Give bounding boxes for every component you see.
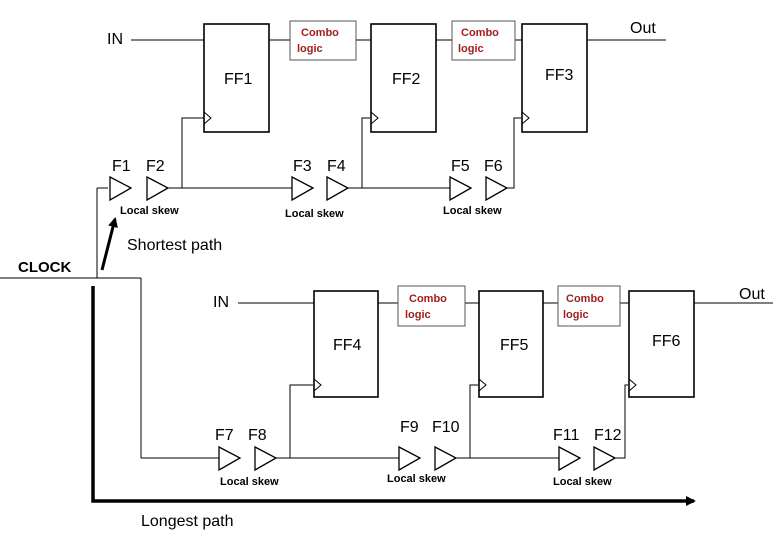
svg-text:logic: logic bbox=[405, 309, 431, 321]
buffer-f4 bbox=[326, 175, 350, 202]
ff-label: FF2 bbox=[392, 71, 421, 88]
buffer-f11 bbox=[558, 445, 582, 472]
svg-text:Combo: Combo bbox=[461, 27, 499, 39]
bottom-out-label: Out bbox=[739, 286, 765, 303]
svg-text:logic: logic bbox=[458, 43, 484, 55]
buffer-f5 bbox=[449, 175, 473, 202]
local-skew-label: Local skew bbox=[285, 208, 344, 220]
flip-flop-ff2: FF2 bbox=[370, 23, 437, 133]
svg-text:Combo: Combo bbox=[301, 27, 339, 39]
ff-label: FF1 bbox=[224, 71, 253, 88]
ff-label: FF6 bbox=[652, 333, 681, 350]
combo-logic-block: Combo logic bbox=[451, 20, 516, 61]
longest-path-label: Longest path bbox=[141, 513, 234, 530]
flip-flop-ff4: FF4 bbox=[313, 290, 379, 398]
clock-label: CLOCK bbox=[18, 259, 71, 276]
flip-flop-ff1: FF1 bbox=[203, 23, 270, 133]
ff5-clock-wire bbox=[469, 384, 478, 458]
shortest-path-arrow: Shortest path bbox=[100, 217, 222, 271]
clock-network: CLOCK bbox=[0, 187, 142, 458]
ff2-clock-wire bbox=[361, 117, 370, 188]
local-skew-label: Local skew bbox=[443, 205, 502, 217]
local-skew-label: Local skew bbox=[553, 476, 612, 488]
longest-path-arrow: Longest path bbox=[91, 286, 696, 530]
buffer-label-f3: F3 bbox=[293, 158, 312, 175]
svg-text:Combo: Combo bbox=[409, 293, 447, 305]
buffer-label-f11: F11 bbox=[553, 427, 579, 444]
svg-text:logic: logic bbox=[297, 43, 323, 55]
buffer-f9 bbox=[398, 445, 422, 472]
ff-label: FF3 bbox=[545, 67, 574, 84]
buffer-label-f5: F5 bbox=[451, 158, 470, 175]
top-out-label: Out bbox=[630, 20, 656, 37]
local-skew-label: Local skew bbox=[120, 205, 179, 217]
top-chain: F1 F2 F3 F4 F5 F6 Local skew Local skew … bbox=[107, 20, 666, 220]
ff4-clock-wire bbox=[289, 384, 313, 458]
shortest-path-label: Shortest path bbox=[127, 237, 222, 254]
buffer-label-f8: F8 bbox=[248, 427, 267, 444]
buffer-f12 bbox=[593, 445, 617, 472]
buffer-label-f9: F9 bbox=[400, 419, 419, 436]
local-skew-label: Local skew bbox=[220, 476, 279, 488]
buffer-label-f4: F4 bbox=[327, 158, 346, 175]
flip-flop-ff6: FF6 bbox=[628, 290, 695, 398]
buffer-f1 bbox=[109, 175, 133, 202]
buffer-label-f12: F12 bbox=[594, 427, 622, 444]
buffer-f6 bbox=[485, 175, 509, 202]
buffer-label-f6: F6 bbox=[484, 158, 503, 175]
longest-path-arrow-line bbox=[91, 286, 696, 506]
buffer-f7 bbox=[218, 445, 242, 472]
ff-label: FF4 bbox=[333, 337, 362, 354]
flip-flop-ff5: FF5 bbox=[478, 290, 544, 398]
shortest-path-arrow-line bbox=[100, 217, 118, 271]
buffer-f8 bbox=[254, 445, 278, 472]
ff-label: FF5 bbox=[500, 337, 529, 354]
flip-flop-ff3: FF3 bbox=[521, 23, 588, 133]
combo-logic-block: Combo logic bbox=[557, 285, 621, 327]
svg-text:Combo: Combo bbox=[566, 293, 604, 305]
combo-logic-block: Combo logic bbox=[397, 285, 466, 327]
buffer-f2 bbox=[146, 175, 170, 202]
local-skew-label: Local skew bbox=[387, 473, 446, 485]
buffer-label-f7: F7 bbox=[215, 427, 234, 444]
combo-logic-block: Combo logic bbox=[289, 20, 357, 61]
buffer-label-f2: F2 bbox=[146, 158, 165, 175]
ff3-clock-wire bbox=[507, 117, 521, 189]
buffer-label-f10: F10 bbox=[432, 419, 460, 436]
ff1-clock-wire bbox=[181, 117, 204, 188]
bottom-in-label: IN bbox=[213, 294, 229, 311]
top-in-label: IN bbox=[107, 31, 123, 48]
buffer-f3 bbox=[291, 175, 315, 202]
bottom-chain: F7 F8 F9 F10 F11 F12 Local skew Local sk… bbox=[141, 285, 773, 488]
buffer-f10 bbox=[434, 445, 458, 472]
ff6-clock-wire bbox=[615, 384, 628, 459]
svg-text:logic: logic bbox=[563, 309, 589, 321]
buffer-label-f1: F1 bbox=[112, 158, 131, 175]
